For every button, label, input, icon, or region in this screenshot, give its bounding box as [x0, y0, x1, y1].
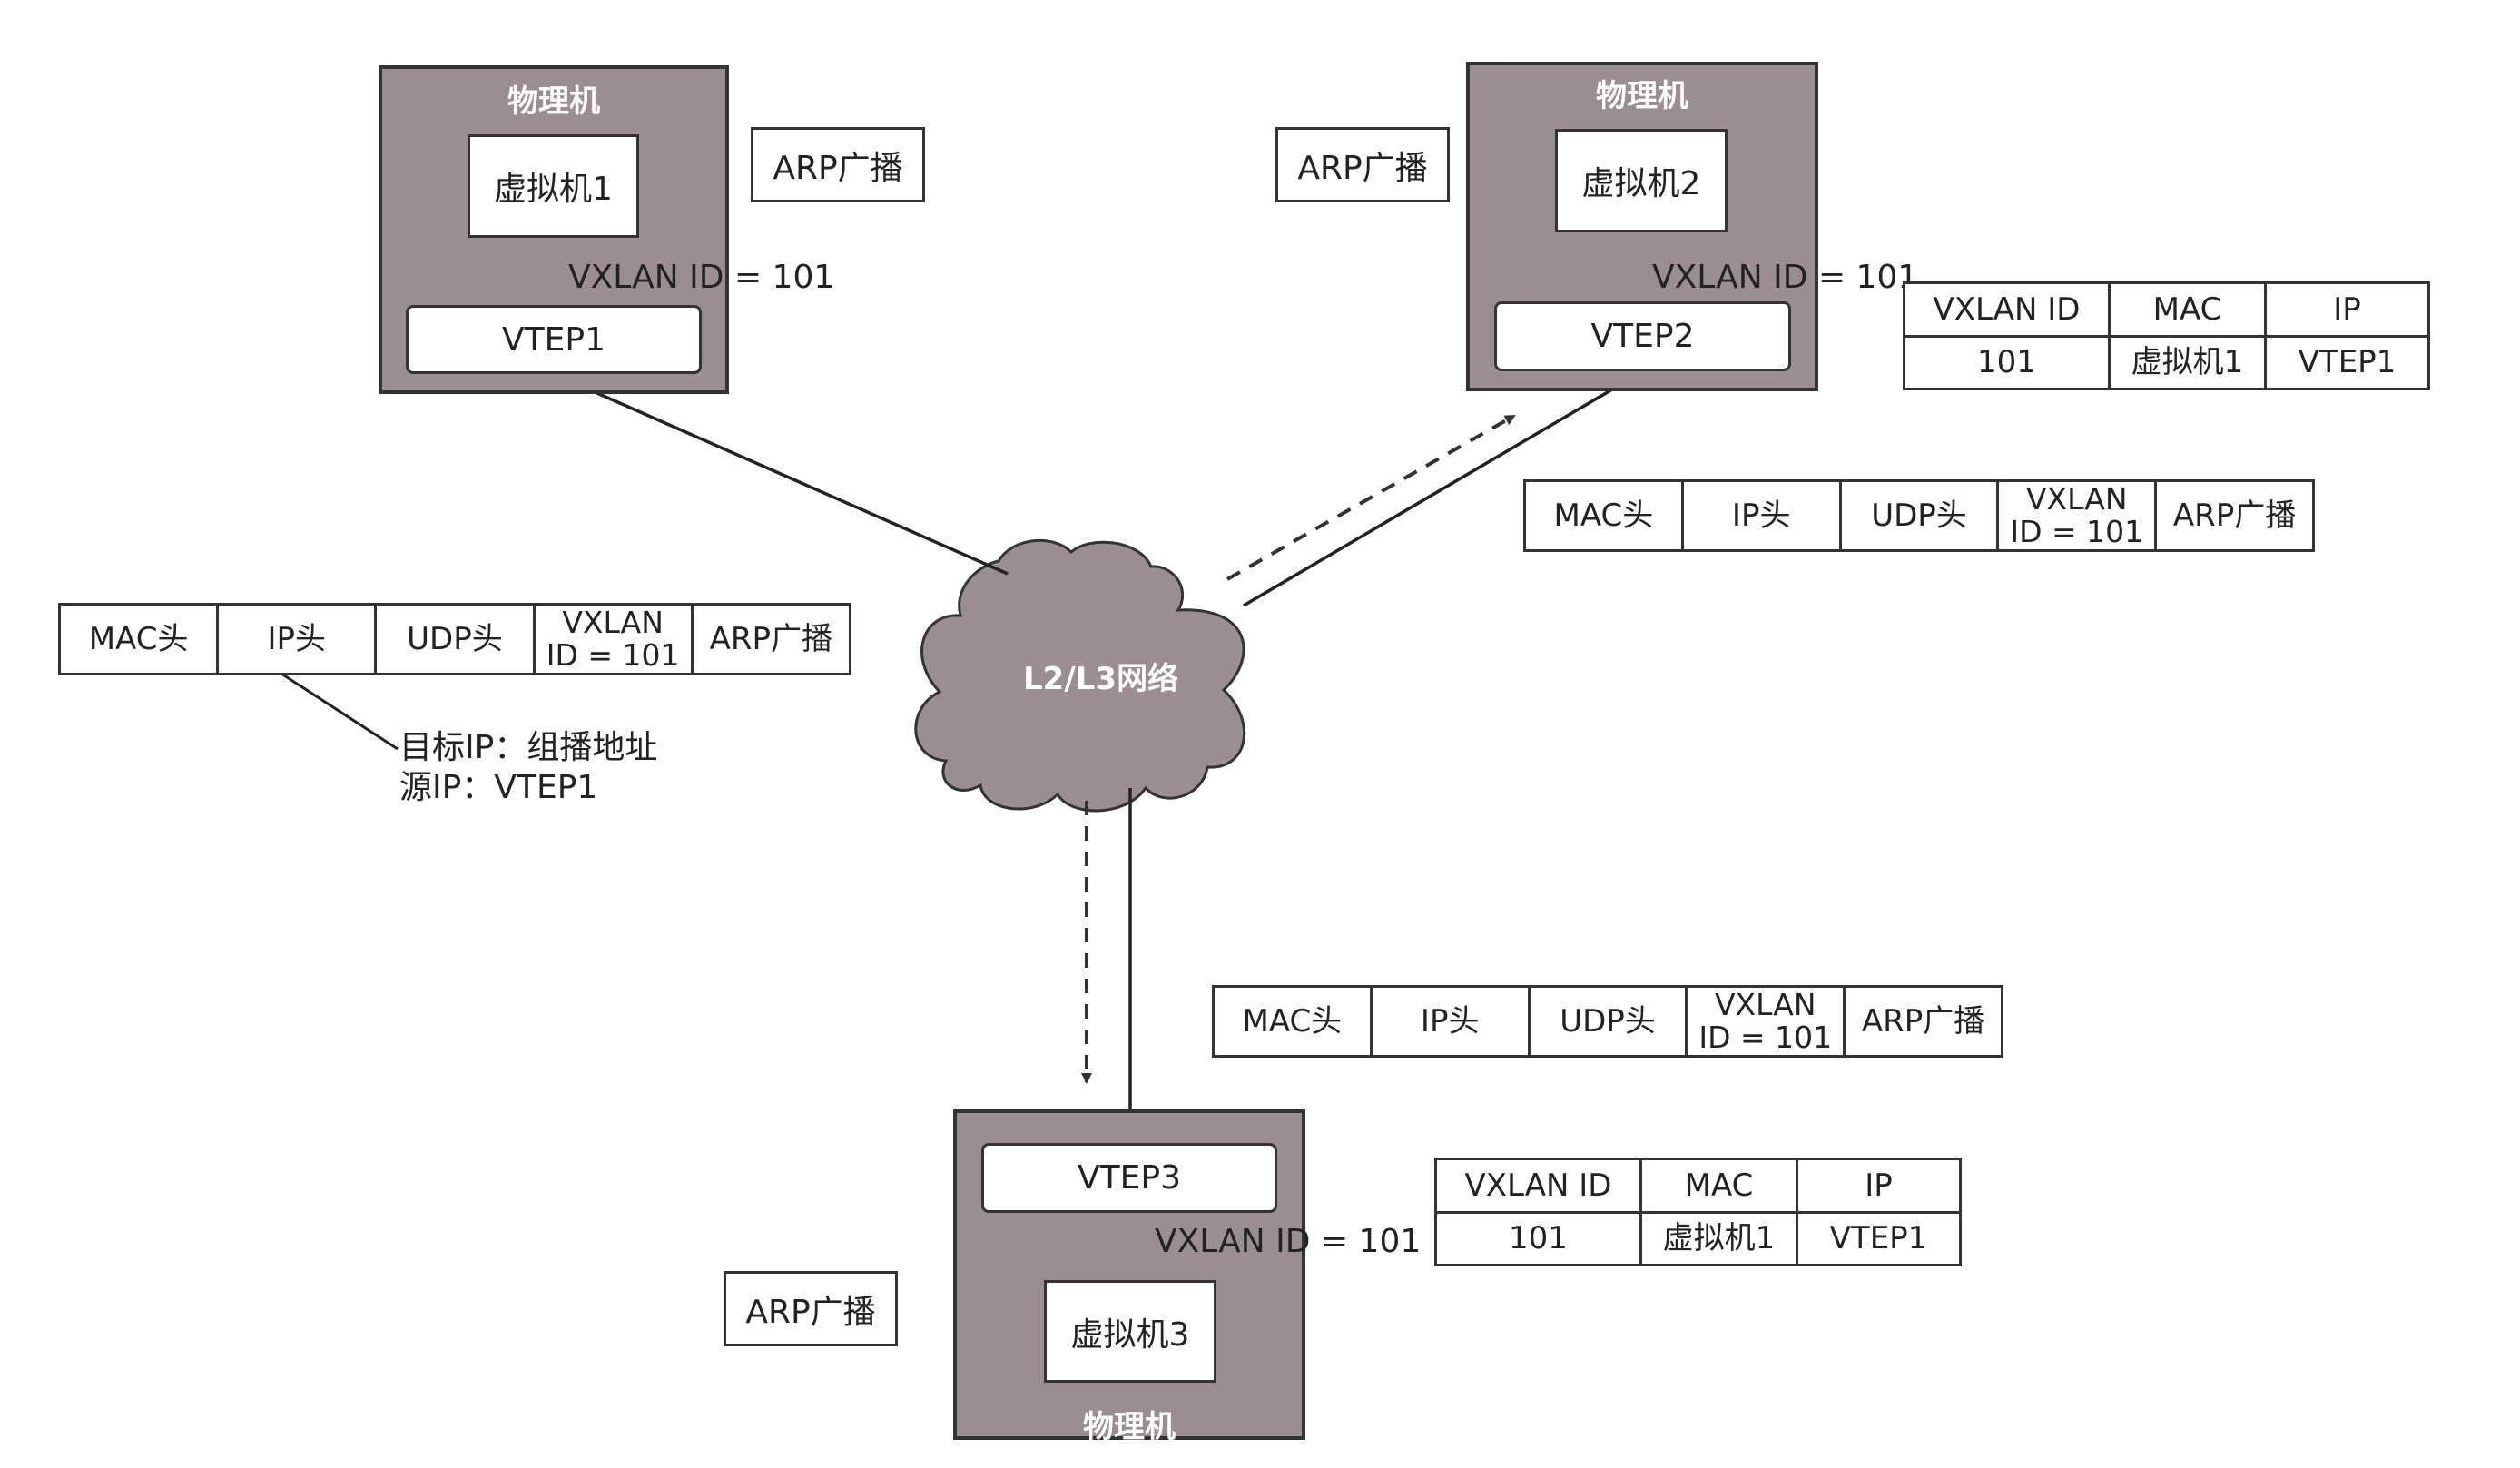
- fdb-table-vtep3: VXLAN ID MAC IP 101 虚拟机1 VTEP1: [1434, 1158, 1962, 1266]
- vm-1[interactable]: 虚拟机1: [468, 134, 639, 238]
- host-title: 物理机: [1596, 78, 1688, 114]
- ip-header-pointer: [281, 672, 399, 751]
- vtep-3[interactable]: VTEP3: [981, 1143, 1277, 1213]
- link-vtep2-network: [1243, 369, 1644, 607]
- packet-field-udp: UDP头: [1838, 479, 2000, 552]
- vxlan-id-label-3: VXLAN ID = 101: [1155, 1223, 1422, 1260]
- fdb-cell-ip: VTEP1: [1796, 1210, 1962, 1266]
- packet-field-mac: MAC头: [1212, 985, 1373, 1058]
- fdb-cell-mac: 虚拟机1: [1639, 1210, 1798, 1266]
- fdb-table-vtep2: VXLAN ID MAC IP 101 虚拟机1 VTEP1: [1903, 281, 2430, 390]
- network-cloud-shape: [914, 538, 1246, 813]
- link-vtep1-network: [553, 372, 1009, 576]
- packet-field-ip: IP头: [1369, 985, 1531, 1058]
- fdb-header-vxlan-id: VXLAN ID: [1903, 281, 2111, 338]
- fdb-header-mac: MAC: [1639, 1158, 1798, 1214]
- packet-field-arp: ARP广播: [2154, 479, 2315, 552]
- vm-2[interactable]: 虚拟机2: [1555, 129, 1728, 232]
- vxlan-id-label-2: VXLAN ID = 101: [1652, 259, 1919, 296]
- host-title: 物理机: [1083, 1409, 1176, 1445]
- fdb-cell-mac: 虚拟机1: [2108, 334, 2267, 390]
- fdb-cell-vxlan-id: 101: [1434, 1210, 1642, 1266]
- arp-broadcast-1: ARP广播: [751, 127, 925, 202]
- packet-field-arp: ARP广播: [1843, 985, 2003, 1058]
- fdb-row: 101 虚拟机1 VTEP1: [1903, 334, 2430, 390]
- ip-note-target: 目标IP：组播地址: [399, 729, 658, 766]
- arp-broadcast-3: ARP广播: [724, 1271, 898, 1346]
- packet-field-mac: MAC头: [57, 603, 220, 675]
- arp-broadcast-2: ARP广播: [1275, 127, 1450, 202]
- packet-field-mac: MAC头: [1523, 479, 1684, 552]
- fdb-cell-ip: VTEP1: [2264, 334, 2430, 390]
- packet-field-arp: ARP广播: [690, 603, 852, 675]
- vtep-1[interactable]: VTEP1: [406, 305, 702, 374]
- flow-arrow-to-vtep2: [1226, 414, 1516, 581]
- fdb-header-vxlan-id: VXLAN ID: [1434, 1158, 1642, 1214]
- vxlan-id-label-1: VXLAN ID = 101: [568, 259, 835, 296]
- fdb-cell-vxlan-id: 101: [1903, 334, 2111, 390]
- fdb-header-ip: IP: [1796, 1158, 1962, 1214]
- packet-field-ip: IP头: [1680, 479, 1842, 552]
- fdb-header-row: VXLAN ID MAC IP: [1434, 1158, 1962, 1214]
- host-title: 物理机: [507, 84, 600, 120]
- network-cloud-label: L2/L3网络: [1023, 661, 1179, 697]
- packet-field-udp: UDP头: [374, 603, 536, 675]
- packet-field-ip: IP头: [216, 603, 378, 675]
- fdb-header-mac: MAC: [2108, 281, 2267, 338]
- fdb-row: 101 虚拟机1 VTEP1: [1434, 1210, 1962, 1266]
- fdb-header-ip: IP: [2264, 281, 2430, 338]
- fdb-header-row: VXLAN ID MAC IP: [1903, 281, 2430, 338]
- ip-note-source: 源IP：VTEP1: [399, 769, 598, 806]
- vm-3[interactable]: 虚拟机3: [1044, 1280, 1216, 1383]
- packet-field-udp: UDP头: [1527, 985, 1688, 1058]
- vtep-2[interactable]: VTEP2: [1494, 301, 1791, 371]
